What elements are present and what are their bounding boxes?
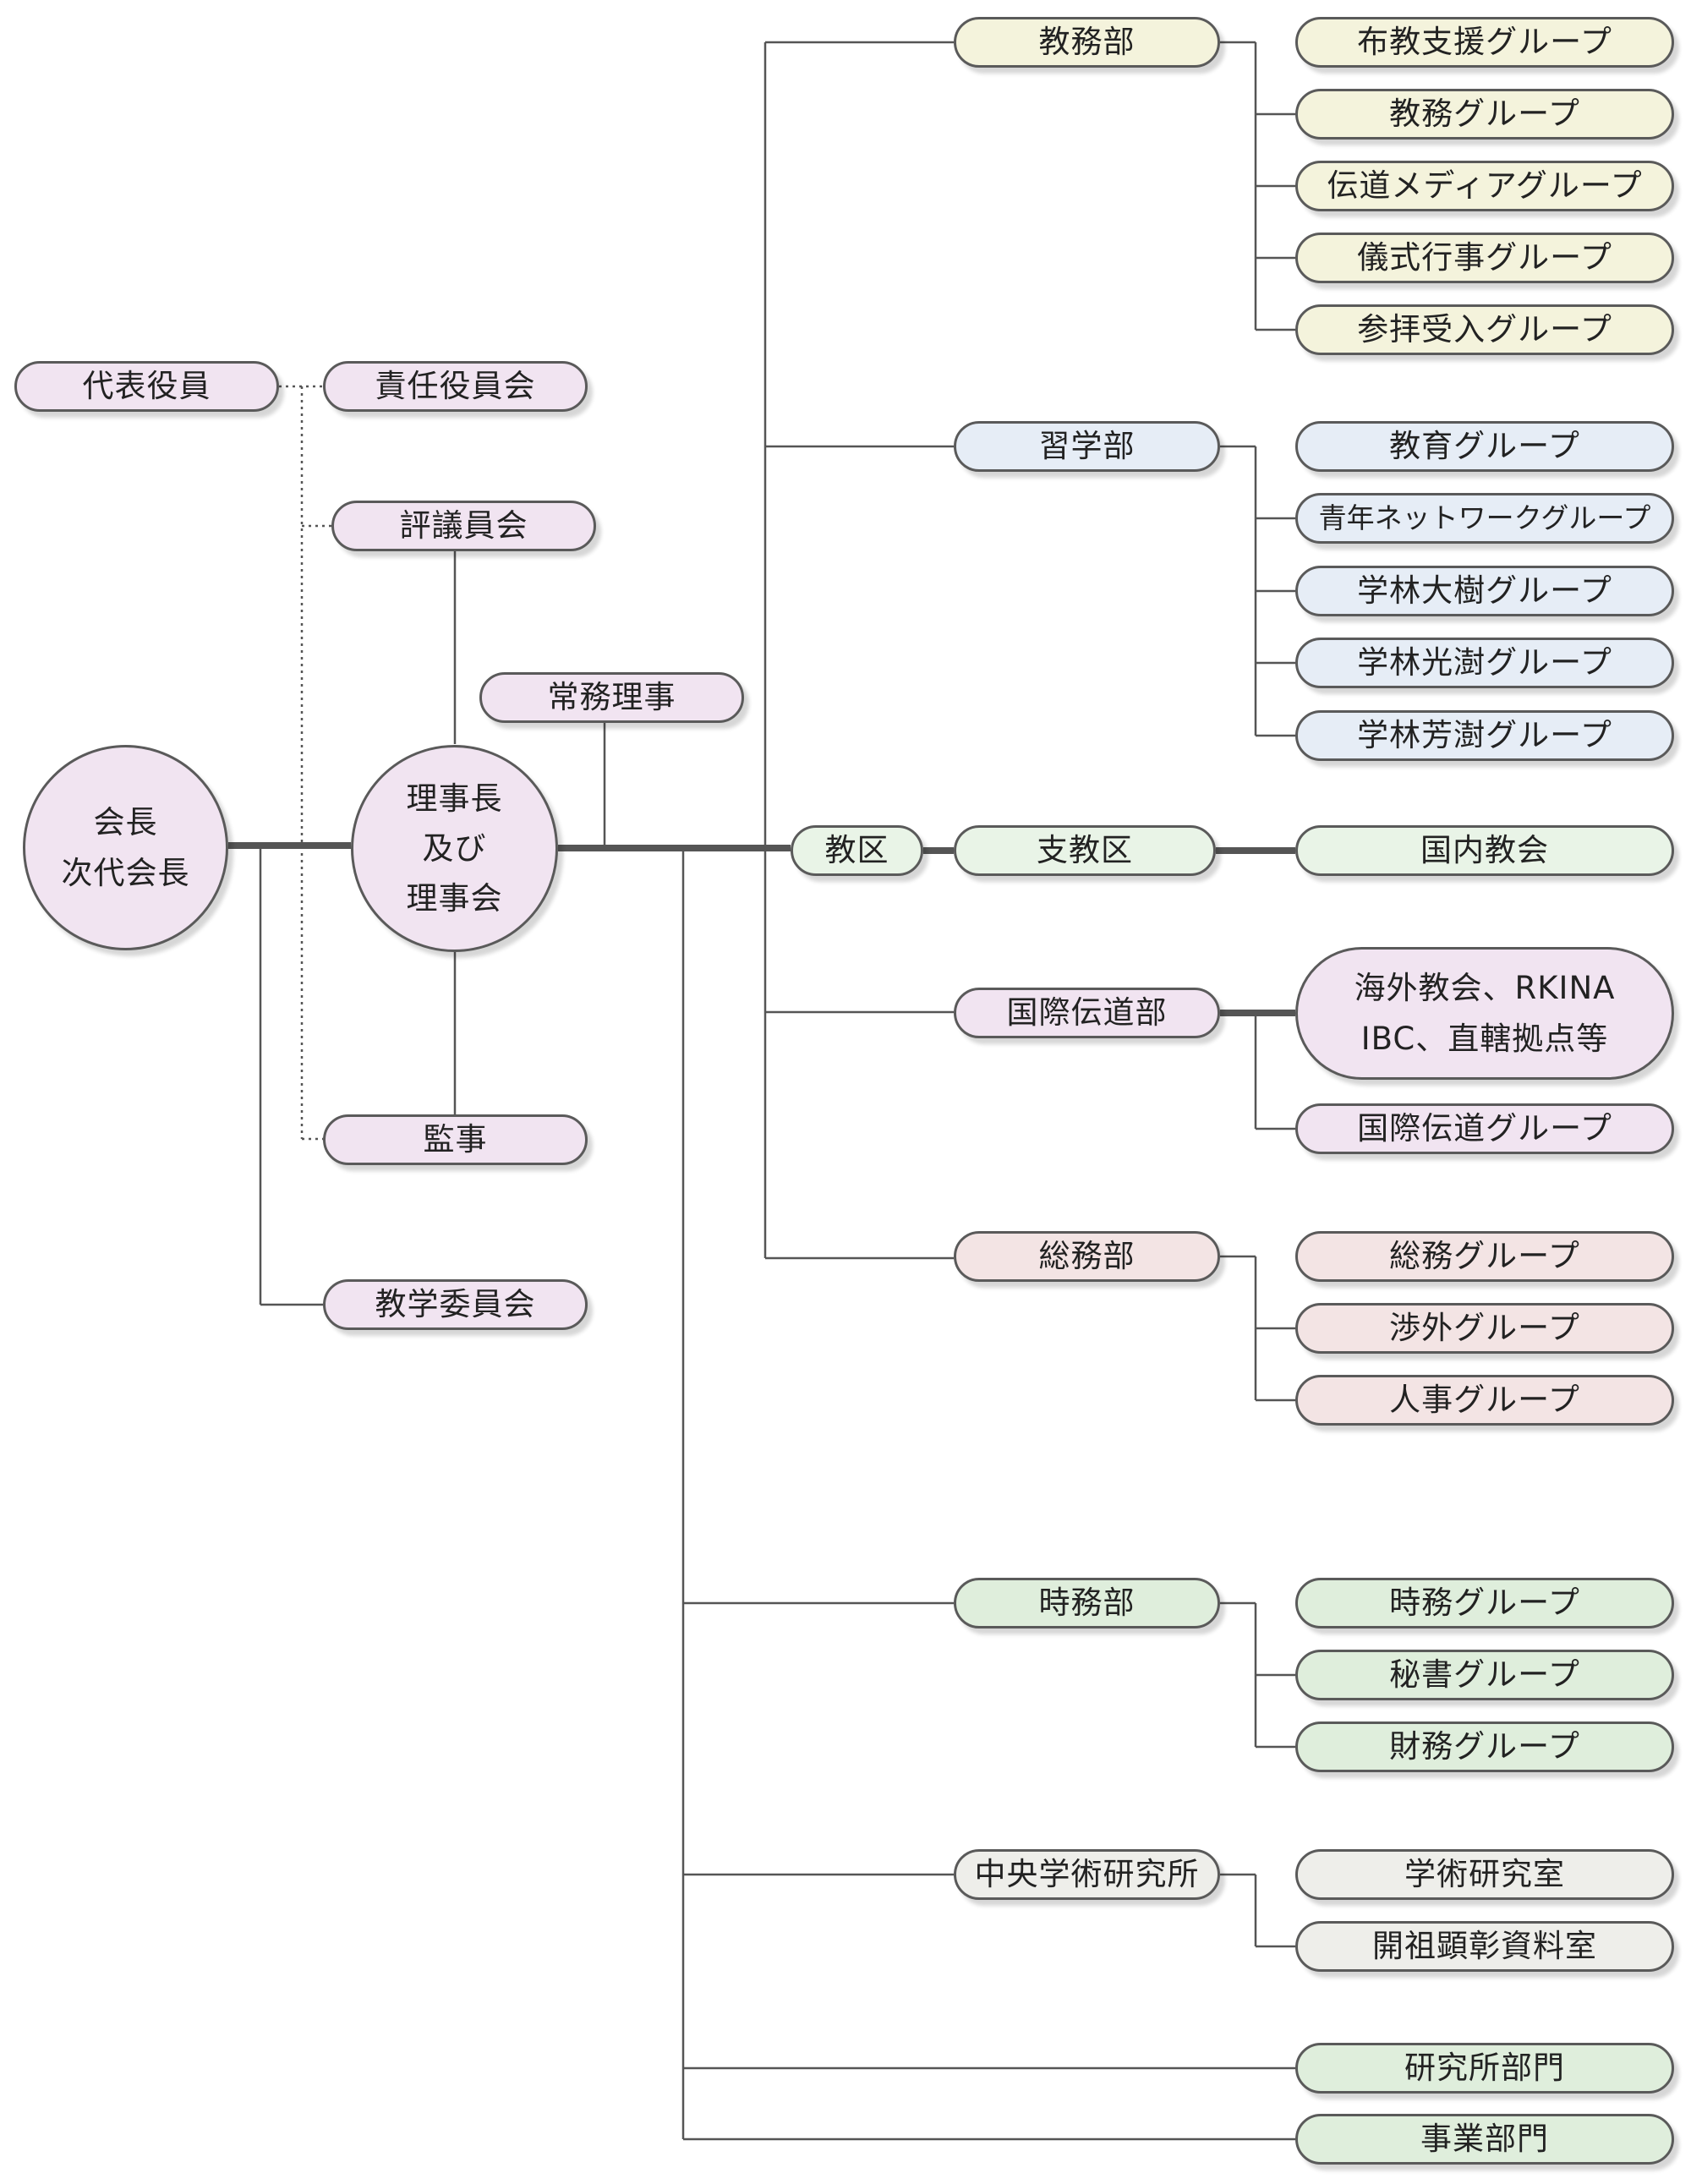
responsible-officers-council-node: 責任役員会 [323,361,588,412]
group-node: 開祖顕彰資料室 [1295,1921,1674,1972]
group-node: 時務グループ [1295,1578,1674,1628]
group-node: 学林芳澍グループ [1295,710,1674,761]
vice-chair-label: 次代会長 [61,854,190,891]
group-node: 儀式行事グループ [1295,233,1674,283]
group-node: 総務グループ [1295,1231,1674,1282]
institute-division-node: 研究所部門 [1295,2043,1674,2094]
representative-officer-node: 代表役員 [14,361,279,412]
dept-jimu-node: 時務部 [954,1578,1220,1628]
board-council-label: 理事会 [406,880,503,917]
managing-director-node: 常務理事 [479,672,744,723]
sub-diocese-node: 支教区 [954,825,1216,876]
dept-shugaku-node: 習学部 [954,421,1220,472]
group-node: 国際伝道グループ [1295,1103,1674,1154]
group-node: 青年ネットワークグループ [1295,493,1674,544]
overseas-line-1: 海外教会、RKINA [1354,970,1616,1007]
dept-kokusai-node: 国際伝道部 [954,988,1220,1038]
chair-label: 会長 [93,804,158,841]
group-node: 財務グループ [1295,1721,1674,1772]
dept-somu-node: 総務部 [954,1231,1220,1282]
doctrine-committee-node: 教学委員会 [323,1279,588,1330]
group-node: 秘書グループ [1295,1650,1674,1700]
overseas-node: 海外教会、RKINA IBC、直轄拠点等 [1295,947,1674,1080]
auditor-node: 監事 [323,1114,588,1165]
group-node: 学林大樹グループ [1295,566,1674,616]
group-node: 渉外グループ [1295,1303,1674,1354]
group-node: 人事グループ [1295,1375,1674,1426]
chair-node: 会長 次代会長 [23,745,228,950]
business-division-node: 事業部門 [1295,2114,1674,2165]
group-node: 伝道メディアグループ [1295,161,1674,211]
councilors-node: 評議員会 [331,501,596,551]
group-node: 学林光澍グループ [1295,638,1674,688]
board-chair-label: 理事長 [406,780,503,817]
group-node: 教務グループ [1295,89,1674,140]
dept-kyomu-node: 教務部 [954,17,1220,68]
board-and-label: 及び [422,829,487,867]
group-node: 教育グループ [1295,421,1674,472]
group-node: 学術研究室 [1295,1849,1674,1900]
board-node: 理事長 及び 理事会 [351,745,558,952]
group-node: 布教支援グループ [1295,17,1674,68]
diocese-node: 教区 [791,825,923,876]
research-institute-node: 中央学術研究所 [954,1849,1220,1900]
overseas-line-2: IBC、直轄拠点等 [1360,1020,1609,1057]
group-node: 参拝受入グループ [1295,304,1674,355]
domestic-churches-node: 国内教会 [1295,825,1674,876]
